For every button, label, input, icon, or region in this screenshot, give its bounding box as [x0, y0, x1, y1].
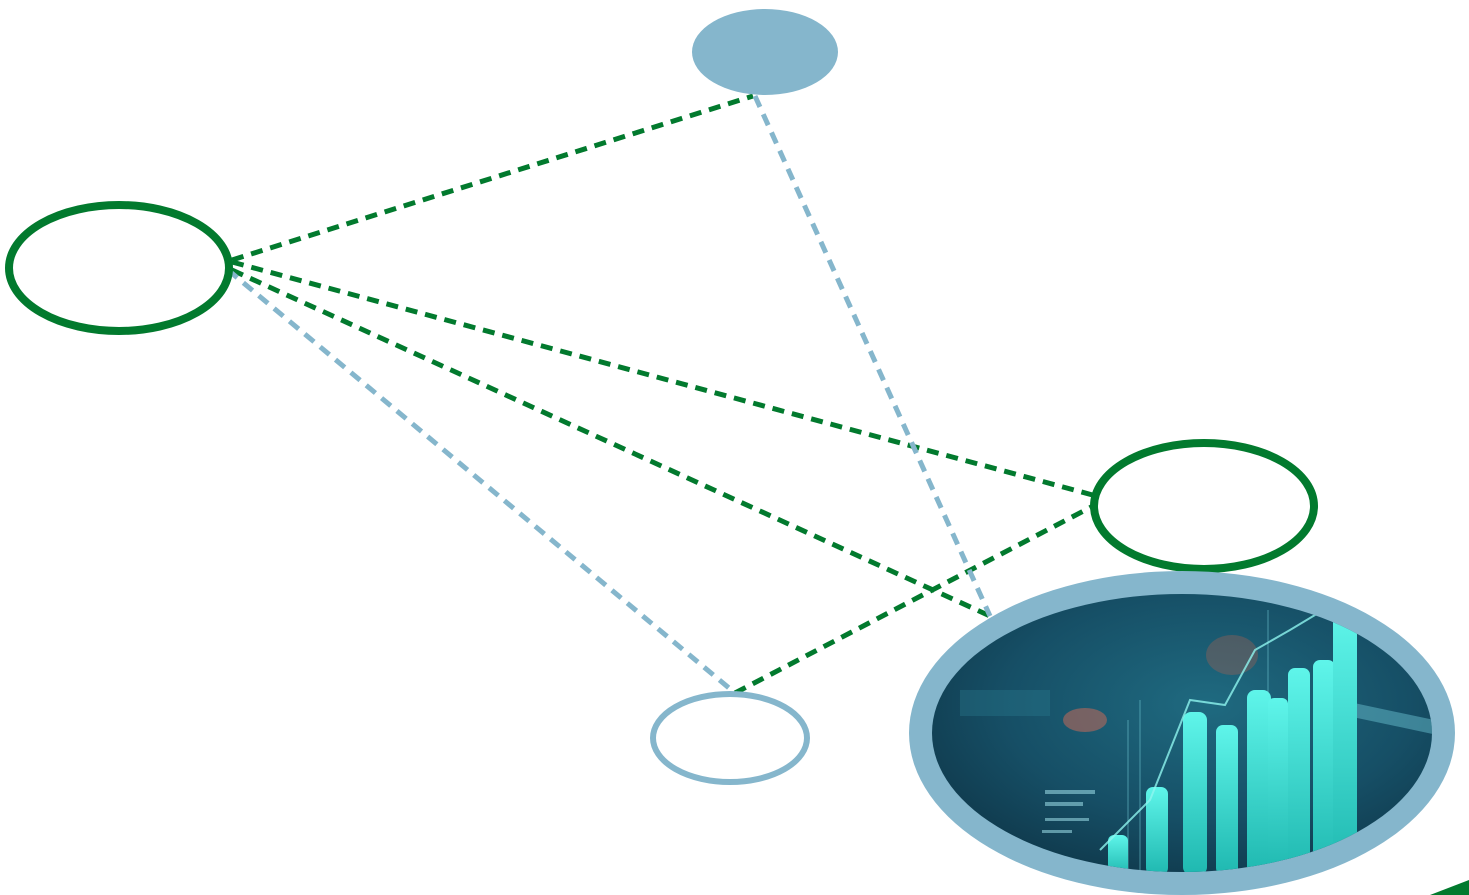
- financial-chart-photo: [932, 594, 1432, 872]
- chart-bars-picture: [1108, 610, 1357, 872]
- edge-left-to-bottom: [226, 268, 737, 695]
- edge-left-to-right: [231, 259, 1101, 500]
- left-node: [5, 201, 233, 335]
- edges: [226, 93, 1101, 696]
- bottom-node: [650, 691, 810, 785]
- photo-node: [909, 571, 1455, 895]
- edge-left-to-photo: [230, 267, 992, 619]
- edge-top-to-photo: [752, 94, 993, 618]
- edge-bottom-to-right: [733, 502, 1097, 696]
- edge-left-to-top: [231, 93, 754, 263]
- corner-accent: [1430, 880, 1469, 895]
- top-node: [692, 9, 838, 95]
- right-node: [1090, 439, 1318, 573]
